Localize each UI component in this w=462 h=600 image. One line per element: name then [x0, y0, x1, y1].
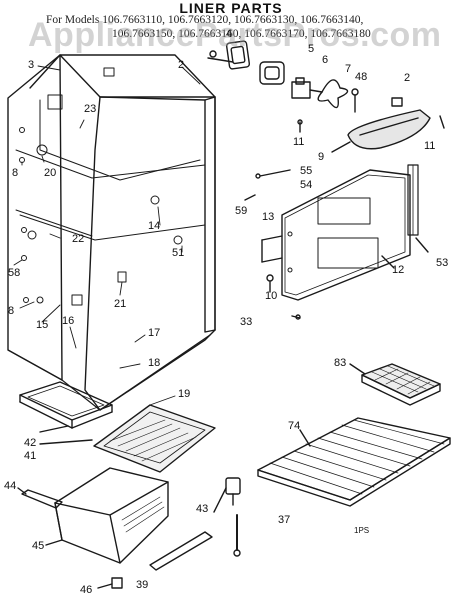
part-label-8b: 8: [8, 305, 15, 317]
part-label-3: 3: [28, 59, 35, 71]
trim-strip: [407, 164, 429, 253]
part-label-83: 83: [334, 357, 347, 369]
part-label-8a: 8: [12, 167, 19, 179]
part-label-37: 37: [278, 514, 291, 526]
part-label-41: 41: [24, 450, 37, 462]
footer-code: 1PS: [354, 526, 370, 535]
rail-44: [17, 487, 63, 509]
part-label-12: 12: [392, 264, 405, 276]
part-label-11b: 11: [424, 140, 436, 152]
part-label-45: 45: [32, 540, 45, 552]
part-label-6: 6: [322, 54, 329, 66]
part-label-2a: 2: [178, 59, 185, 71]
part-label-43: 43: [196, 503, 209, 515]
part-label-10: 10: [265, 290, 278, 302]
part-label-44: 44: [4, 480, 17, 492]
part-label-19: 19: [178, 388, 191, 400]
models-line-2: 106.7663150, 106.7663160, 106.7663170, 1…: [112, 28, 371, 40]
part-label-2b: 2: [404, 72, 411, 84]
part-label-11a: 11: [293, 136, 305, 148]
part-label-5: 5: [308, 43, 315, 55]
crisper-cover: [39, 404, 216, 473]
part-label-20: 20: [44, 167, 57, 179]
part-43: [213, 477, 241, 513]
models-line-1: For Models 106.7663110, 106.7663120, 106…: [46, 14, 364, 26]
part-label-15: 15: [36, 319, 49, 331]
part-label-16: 16: [62, 315, 75, 327]
part-label-23: 23: [84, 103, 97, 115]
part-label-53: 53: [436, 257, 449, 269]
part-label-55: 55: [300, 165, 313, 177]
part-label-21: 21: [114, 298, 127, 310]
part-label-9: 9: [318, 151, 325, 163]
part-label-46: 46: [80, 584, 93, 596]
diagram-title: LINER PARTS: [179, 0, 283, 16]
liner-cabinet: [7, 54, 216, 411]
cover-assembly: [331, 109, 445, 153]
wire-shelf: [257, 417, 451, 507]
panel-assembly: [244, 169, 411, 320]
crisper-tray: [19, 381, 113, 429]
part-label-51: 51: [172, 247, 185, 259]
top-parts: [207, 40, 403, 133]
part-label-58: 58: [8, 267, 21, 279]
part-label-13: 13: [262, 211, 275, 223]
part-label-74: 74: [288, 420, 301, 432]
part-label-48: 48: [355, 71, 368, 83]
part-label-17: 17: [148, 327, 161, 339]
ice-tray: [349, 363, 441, 406]
part-label-59: 59: [235, 205, 248, 217]
part-label-4: 4: [226, 28, 233, 40]
part-label-42: 42: [24, 437, 37, 449]
part-label-54: 54: [300, 179, 313, 191]
part-label-22: 22: [72, 233, 85, 245]
part-label-33: 33: [240, 316, 253, 328]
part-label-14: 14: [148, 220, 161, 232]
rail-39: [149, 531, 213, 571]
part-46: [97, 577, 123, 589]
part-label-39: 39: [136, 579, 149, 591]
part-37: [233, 514, 241, 557]
crisper-drawer: [45, 467, 169, 564]
part-label-18: 18: [148, 357, 161, 369]
part-label-7: 7: [345, 63, 352, 75]
